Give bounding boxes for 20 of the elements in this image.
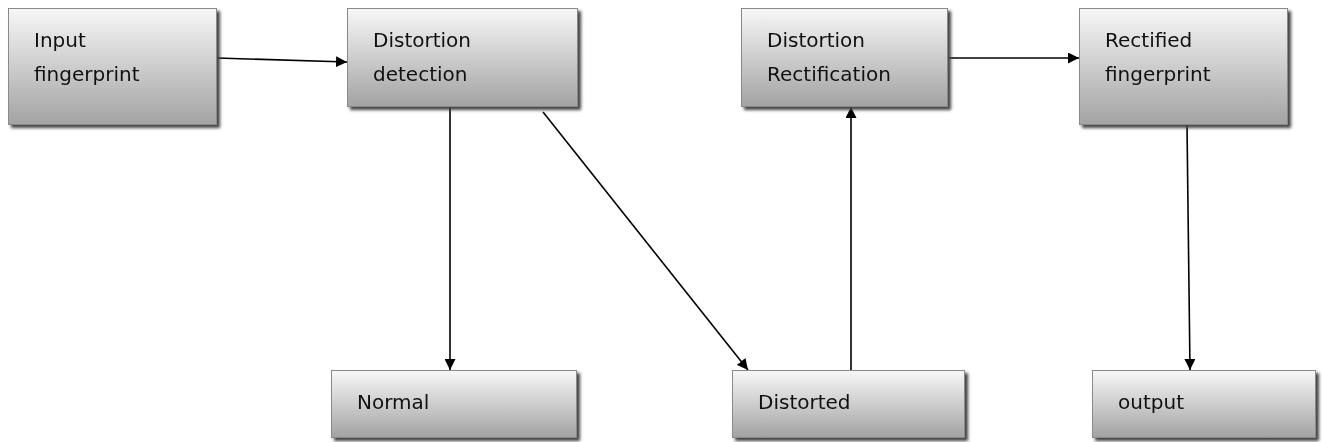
box-label: Distortion detection	[373, 27, 472, 88]
process-box	[347, 8, 578, 107]
box-label: Distorted	[758, 389, 852, 416]
box-label: Distortion Rectification	[767, 27, 892, 88]
process-box	[331, 370, 577, 438]
process-box	[732, 370, 965, 438]
arrow	[947, 52, 1080, 64]
box-label: Normal	[357, 389, 431, 416]
process-box	[1092, 370, 1316, 438]
arrow	[1184, 124, 1196, 371]
arrow	[845, 106, 857, 371]
box-label: Input fingerprint	[34, 27, 141, 88]
box-label: output	[1118, 389, 1185, 416]
arrow	[216, 56, 348, 68]
arrow	[444, 106, 456, 371]
box-label: Rectified fingerprint	[1105, 27, 1212, 88]
process-box	[741, 8, 948, 107]
process-box	[8, 8, 217, 125]
arrow	[542, 111, 749, 371]
process-box	[1079, 8, 1288, 125]
